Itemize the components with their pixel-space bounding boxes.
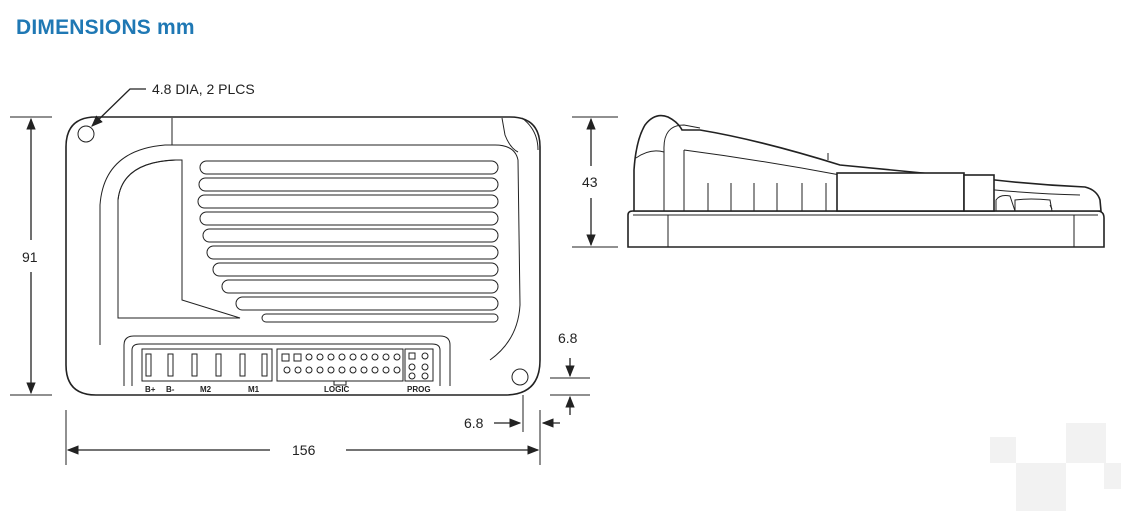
width-dimension: 156 — [65, 410, 541, 465]
side-view — [627, 114, 1105, 248]
mounting-hole-top-left — [77, 125, 95, 143]
logic-connector — [276, 348, 404, 386]
label-b-minus: B- — [166, 385, 175, 394]
width-value: 156 — [292, 442, 316, 458]
top-view: B+ B- M2 M1 LOGIC PROG — [65, 116, 541, 396]
prog-connector — [404, 348, 434, 382]
height-value: 91 — [22, 249, 38, 265]
side-view-base — [627, 210, 1105, 248]
mounting-hole-bottom-right — [511, 368, 529, 386]
connector-strip — [123, 335, 451, 386]
label-logic: LOGIC — [324, 385, 350, 394]
label-prog: PROG — [407, 385, 431, 394]
hole-note: 4.8 DIA, 2 PLCS — [152, 81, 255, 97]
top-view-outline — [65, 116, 541, 396]
height-dimension: 91 — [10, 116, 52, 396]
side-connector-block — [836, 172, 965, 212]
depth-dimension: 43 — [572, 116, 618, 248]
horizontal-offset-dimension: 6.8 — [464, 395, 560, 432]
label-m1: M1 — [248, 385, 260, 394]
power-terminals — [145, 353, 268, 377]
hole-leader — [91, 88, 146, 127]
watermark-block — [1104, 463, 1121, 489]
vertical-offset-dimension: 6.8 — [550, 330, 590, 415]
watermark-block — [1066, 423, 1106, 463]
page-title: DIMENSIONS mm — [16, 16, 195, 39]
label-m2: M2 — [200, 385, 212, 394]
vertical-offset-value: 6.8 — [558, 330, 578, 346]
watermark-block — [990, 437, 1016, 463]
horizontal-offset-value: 6.8 — [464, 415, 484, 431]
watermark-block — [1016, 463, 1066, 511]
vent-slots — [197, 160, 499, 323]
left-scoop — [99, 144, 172, 345]
label-b-plus: B+ — [145, 385, 156, 394]
depth-value: 43 — [582, 174, 598, 190]
side-fins — [707, 183, 827, 211]
